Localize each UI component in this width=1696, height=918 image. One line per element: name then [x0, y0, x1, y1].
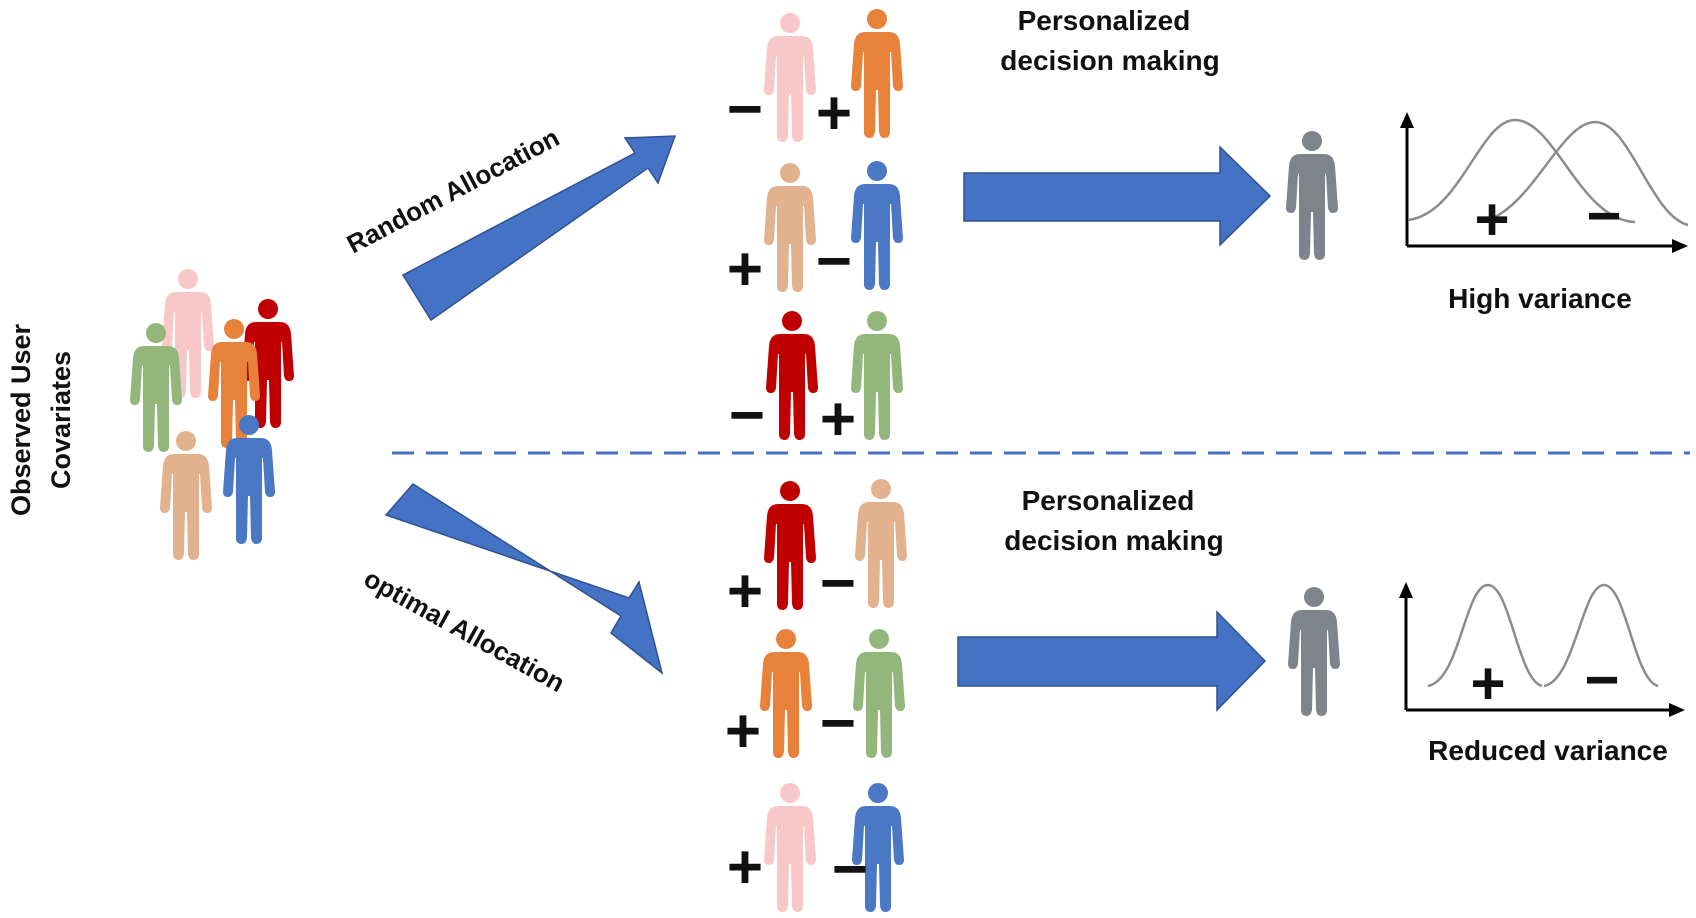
- bottom-result-person: [1288, 587, 1340, 716]
- crowd-person: [130, 323, 182, 452]
- bottom-group-3: + −: [727, 783, 904, 912]
- group-person: [851, 9, 903, 138]
- top-group-3: − +: [729, 311, 903, 454]
- bottom-distribution-plot: + − Reduced variance: [1399, 582, 1685, 766]
- group-person: [851, 311, 903, 440]
- high-variance-label: High variance: [1448, 283, 1632, 314]
- random-allocation-arrow: [401, 135, 677, 322]
- minus-sign: −: [820, 689, 856, 758]
- group-person: [764, 13, 816, 142]
- minus-sign: −: [816, 227, 852, 296]
- user-crowd: [130, 269, 294, 560]
- top-result-person: [1286, 131, 1338, 260]
- plus-sign: +: [725, 697, 761, 766]
- top-decision-arrow: [963, 145, 1272, 247]
- minus-sign: −: [727, 75, 763, 144]
- reduced-variance-label: Reduced variance: [1428, 735, 1668, 766]
- left-label-line2: Covariates: [46, 351, 76, 489]
- plus-sign: +: [727, 833, 763, 902]
- x-axis-arrowhead: [1672, 239, 1688, 253]
- bottom-group-2: + −: [725, 629, 905, 766]
- left-label-line1: Observed User: [6, 323, 36, 516]
- group-person: [855, 479, 907, 608]
- plus-sign: +: [727, 557, 763, 626]
- bottom-decision-label: Personalized decision making: [1004, 485, 1223, 556]
- top-groups: − + + − − +: [727, 9, 903, 454]
- plus-sign: +: [816, 79, 852, 148]
- optimal-allocation-arrow: [384, 483, 664, 675]
- x-axis-arrowhead: [1669, 703, 1685, 717]
- distribution-curve-plus: [1427, 583, 1543, 688]
- decision-label-line1: Personalized: [1018, 5, 1191, 36]
- group-person: [853, 629, 905, 758]
- decision-label-line2: decision making: [1004, 525, 1223, 556]
- minus-sign: −: [820, 549, 856, 618]
- decision-label-line1: Personalized: [1022, 485, 1195, 516]
- group-person: [760, 629, 812, 758]
- crowd-person: [160, 431, 212, 560]
- left-label: Observed User Covariates: [6, 323, 76, 516]
- minus-sign: −: [1584, 646, 1619, 713]
- group-person: [764, 783, 816, 912]
- minus-sign: −: [832, 835, 868, 904]
- group-person: [764, 163, 816, 292]
- plus-sign: +: [1470, 650, 1505, 717]
- decision-label-line2: decision making: [1000, 45, 1219, 76]
- minus-sign: −: [1586, 182, 1621, 249]
- group-person: [764, 481, 816, 610]
- y-axis-arrowhead: [1399, 582, 1413, 598]
- crowd-person: [162, 269, 214, 398]
- top-group-2: + −: [727, 161, 903, 304]
- distribution-curve-minus: [1543, 583, 1659, 688]
- minus-sign: −: [729, 381, 765, 450]
- plus-sign: +: [1474, 186, 1509, 253]
- optimal-allocation-label: optimal Allocation: [359, 563, 570, 698]
- plus-sign: +: [727, 235, 763, 304]
- top-group-1: − +: [727, 9, 903, 148]
- group-person: [766, 311, 818, 440]
- bottom-groups: + − + − + −: [725, 479, 907, 912]
- bottom-group-1: + −: [727, 479, 907, 626]
- group-person: [851, 161, 903, 290]
- y-axis-arrowhead: [1400, 112, 1414, 128]
- top-distribution-plot: + − High variance: [1400, 112, 1689, 314]
- bottom-decision-arrow: [957, 610, 1267, 712]
- plus-sign: +: [820, 385, 856, 454]
- distribution-curve-minus: [1479, 120, 1689, 227]
- top-decision-label: Personalized decision making: [1000, 5, 1219, 76]
- distribution-curve-plus: [1407, 118, 1636, 224]
